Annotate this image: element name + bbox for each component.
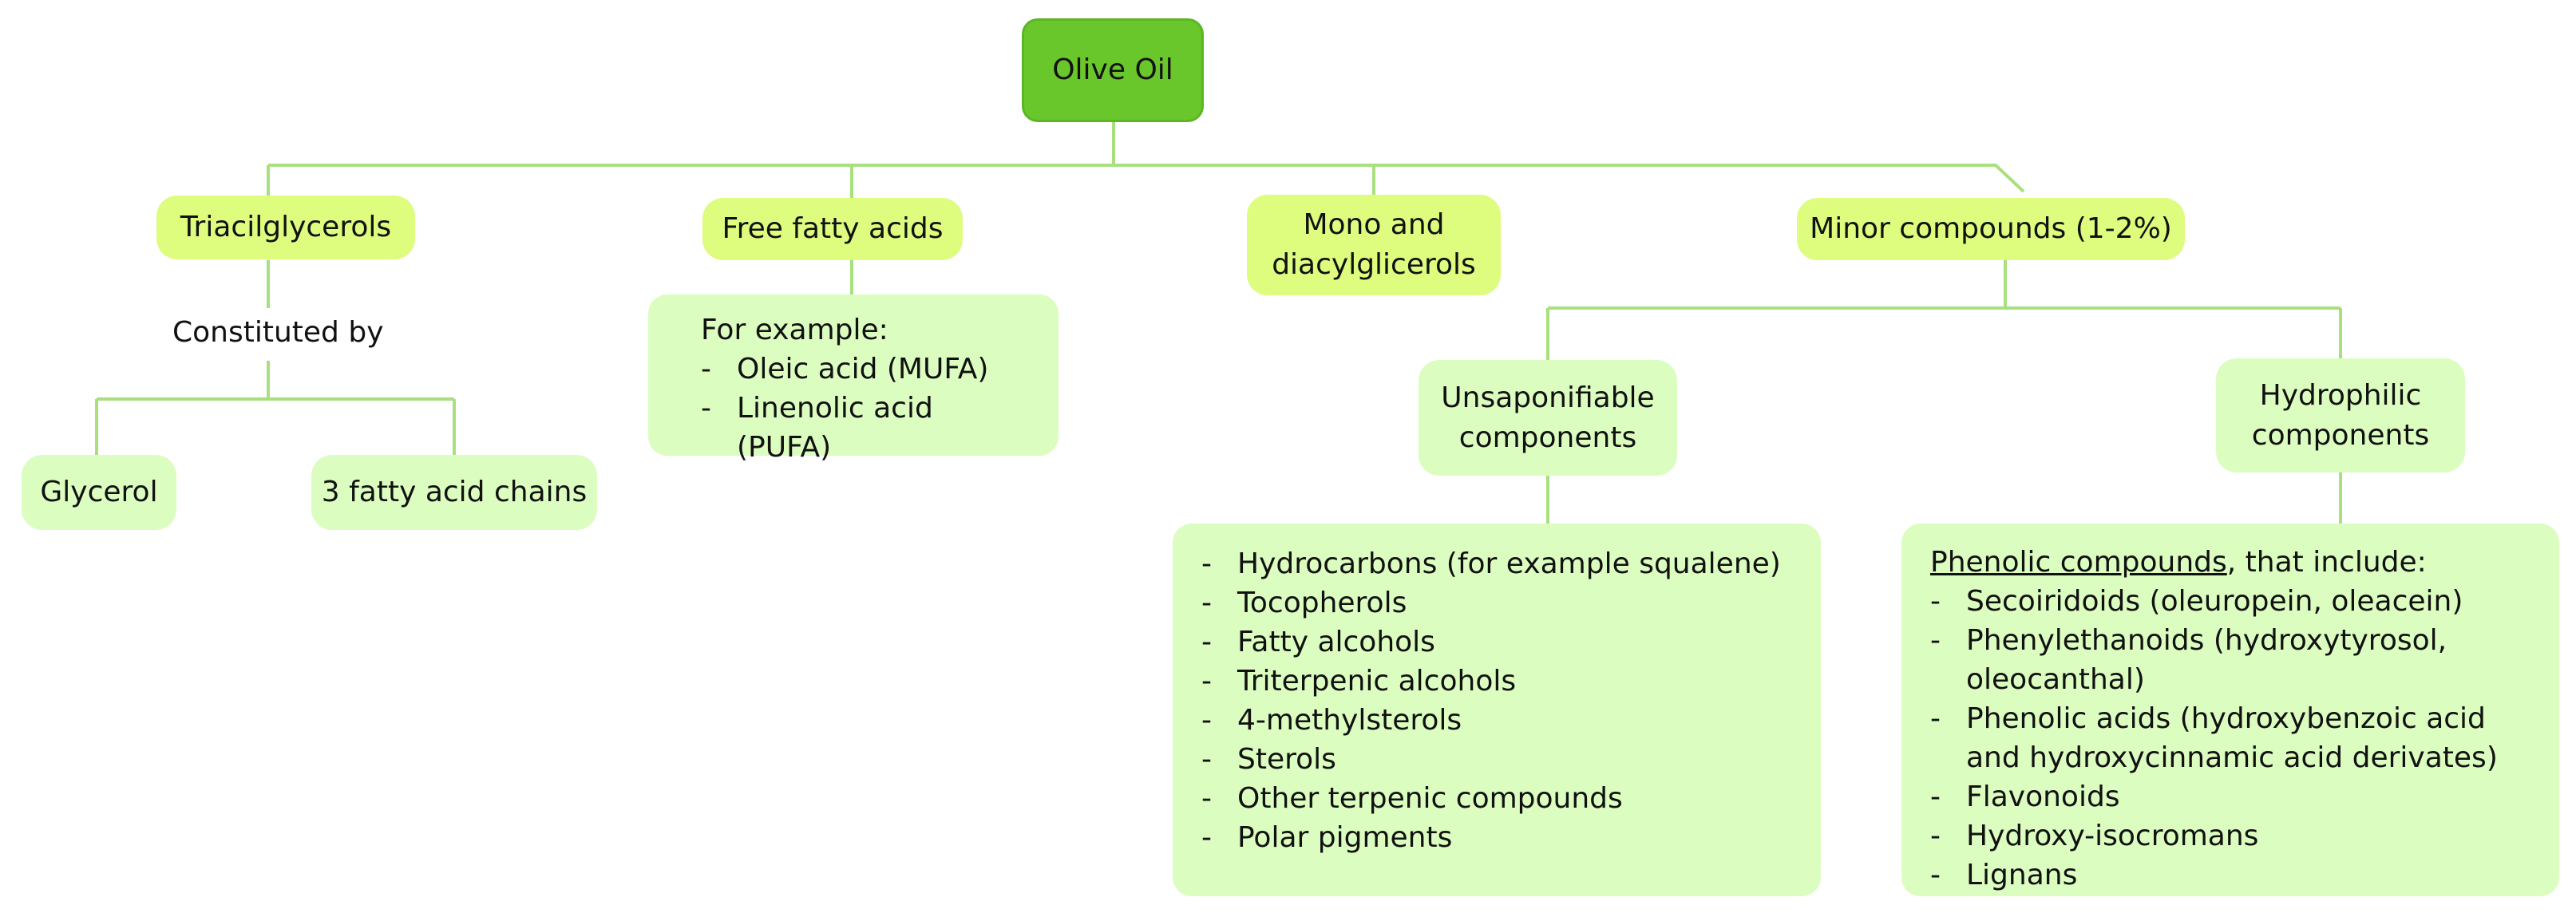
list-item: Triterpenic alcohols	[1201, 662, 1797, 701]
node-hydrophilic-components-label: Hydrophilic components	[2251, 378, 2430, 452]
phenolic-compounds-term: Phenolic compounds	[1930, 546, 2227, 579]
node-mono-diacylglycerols-label: Mono and diacylglicerols	[1272, 208, 1476, 281]
node-unsaponifiable-components: Unsaponifiable components	[1419, 360, 1677, 476]
list-item: Phenolic acids (hydroxybenzoic acid and …	[1930, 699, 2545, 777]
node-olive-oil: Olive Oil	[1022, 18, 1204, 122]
node-triacylglycerols: Triacilglycerols	[156, 196, 415, 259]
phenolic-intro-rest: , that include:	[2226, 546, 2427, 579]
node-glycerol-label: Glycerol	[40, 476, 158, 508]
list-item: 4-methylsterols	[1201, 701, 1797, 740]
node-3-fatty-acid-chains-label: 3 fatty acid chains	[321, 476, 588, 508]
example-intro: For example:	[701, 314, 888, 346]
list-item: Polar pigments	[1201, 818, 1797, 857]
list-item: Fatty alcohols	[1201, 623, 1797, 662]
node-minor-compounds-label: Minor compounds (1-2%)	[1810, 212, 2172, 245]
list-item: Sterols	[1201, 740, 1797, 779]
node-minor-compounds: Minor compounds (1-2%)	[1797, 198, 2185, 260]
node-mono-diacylglycerols: Mono and diacylglicerols	[1247, 195, 1501, 295]
list-item: Phenylethanoids (hydroxytyrosol, oleocan…	[1930, 621, 2545, 699]
phenolic-intro: Phenolic compounds, that include:	[1930, 543, 2545, 582]
constituted-by-label: Constituted by	[172, 316, 384, 349]
hydrophilic-list: Secoiridoids (oleuropein, oleacein) Phen…	[1930, 582, 2545, 895]
list-item: Tocopherols	[1201, 583, 1797, 623]
list-item: Hydrocarbons (for example squalene)	[1201, 544, 1797, 583]
node-unsaponifiable-components-label: Unsaponifiable components	[1441, 381, 1655, 454]
unsaponifiable-list: Hydrocarbons (for example squalene) Toco…	[1201, 544, 1797, 857]
example-list: Oleic acid (MUFA) Linenolic acid (PUFA)	[701, 350, 1035, 467]
node-free-fatty-acids-label: Free fatty acids	[722, 212, 944, 245]
list-item: Other terpenic compounds	[1201, 779, 1797, 818]
list-item: Lignans	[1930, 856, 2545, 895]
node-olive-oil-label: Olive Oil	[1052, 53, 1173, 86]
hydrophilic-list-box: Phenolic compounds, that include: Secoir…	[1901, 524, 2559, 896]
node-triacylglycerols-label: Triacilglycerols	[180, 211, 392, 243]
node-hydrophilic-components: Hydrophilic components	[2216, 358, 2465, 472]
connector-main-bar	[268, 164, 2025, 193]
node-free-fatty-acids: Free fatty acids	[702, 198, 963, 260]
unsaponifiable-list-box: Hydrocarbons (for example squalene) Toco…	[1173, 524, 1821, 896]
node-3-fatty-acid-chains: 3 fatty acid chains	[311, 455, 597, 530]
list-item: Linenolic acid (PUFA)	[701, 389, 1035, 467]
list-item: Oleic acid (MUFA)	[701, 350, 1035, 389]
list-item: Secoiridoids (oleuropein, oleacein)	[1930, 582, 2545, 621]
list-item: Flavonoids	[1930, 777, 2545, 816]
node-glycerol: Glycerol	[22, 455, 176, 530]
free-fatty-acids-example-box: For example: Oleic acid (MUFA) Linenolic…	[648, 294, 1058, 464]
list-item: Hydroxy-isocromans	[1930, 816, 2545, 856]
